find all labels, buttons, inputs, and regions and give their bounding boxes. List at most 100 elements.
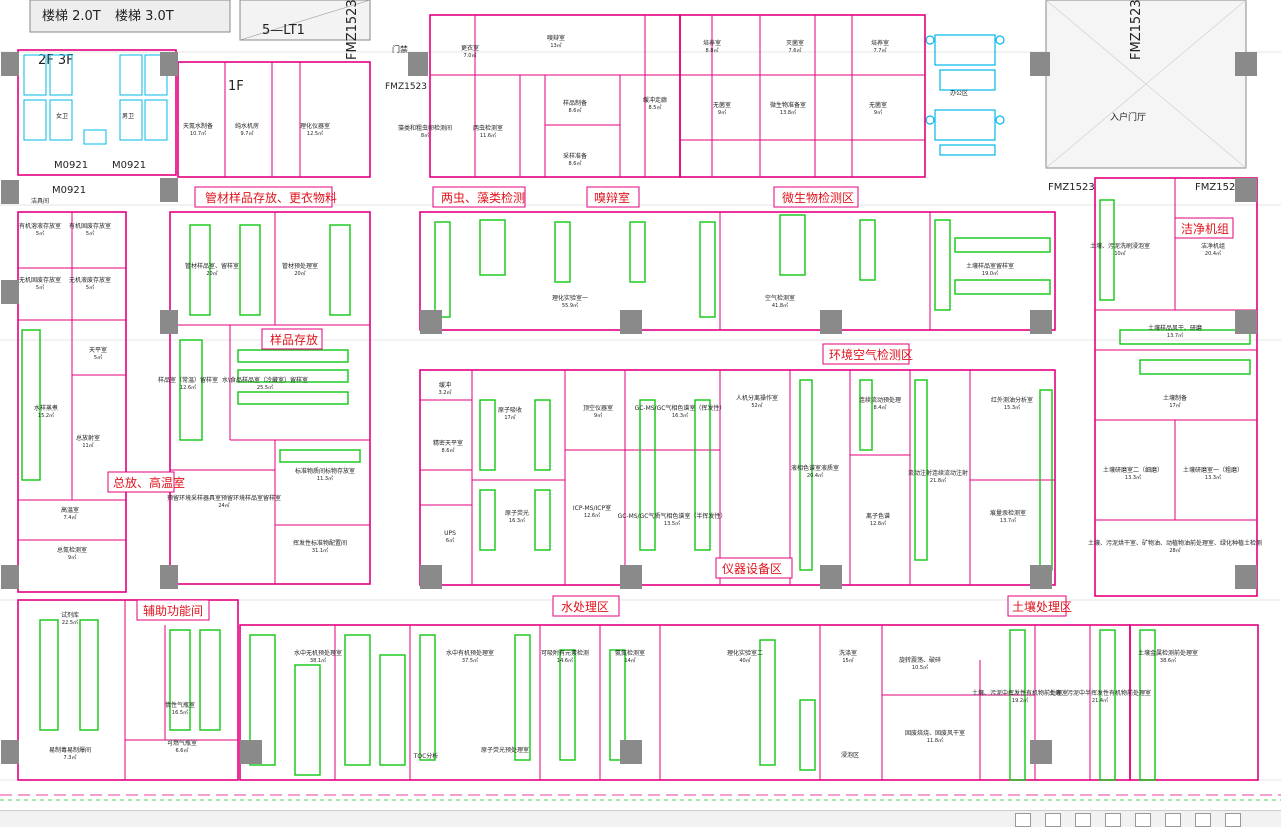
svg-text:辅助功能间: 辅助功能间 [143,604,203,618]
room-area: 11.8㎡ [927,737,943,744]
room-area: 40㎡ [739,657,750,664]
view-button-4[interactable] [1105,813,1121,827]
room-name: ICP-MS/ICP室 [573,504,611,512]
room-name: 天氮水制备 [183,122,213,130]
room-area: 21.4㎡ [1092,697,1108,704]
male-label: 男卫 [122,113,134,120]
zone-tags: 管材样品存放、更衣物料 两虫、藻类检测 嗅辩室 微生物检测区 洁净机组 样品存放… [107,186,1234,621]
view-button-1[interactable] [1015,813,1031,827]
room-yuanziyingguangyu: 原子荧光预处理室 [481,746,529,754]
female-label: 女卫 [56,112,68,120]
svg-text:总放、高温室: 总放、高温室 [113,475,185,490]
room-jieju: 洁具间 [31,197,49,205]
room-name: 原子荧光预处理室 [481,746,529,754]
room-name: 洁净机组 [1201,242,1225,250]
room-area: 28㎡ [1169,547,1180,554]
room-name: 可吸附有元素检测 [541,649,589,657]
room-name: 红外测油分析室 [991,396,1033,404]
view-button-5[interactable] [1135,813,1151,827]
room-name: 浸泡区 [841,751,859,759]
room-yanmo1: 土壤研磨室一（粗磨）13.3㎡ [1183,466,1243,481]
lab-benches [21,199,1251,781]
room-name: 两虫检测室 [473,124,503,132]
room-area: 6.6㎡ [176,747,189,754]
room-area: 38.1㎡ [310,657,326,664]
room-name: 旋转震荡、破碎 [899,656,941,664]
room-area: 11.3㎡ [317,475,333,482]
room-area: 10㎡ [1114,250,1125,257]
room-area: 19.2㎡ [1012,697,1028,704]
room-name: 水中有机预处理室 [446,649,494,657]
room-area: 3.2㎡ [439,389,452,396]
room-name: 天平室 [89,346,107,354]
svg-text:嗅辩室: 嗅辩室 [594,190,630,205]
room-name: 微生物准备室 [770,101,806,109]
door-fm-bottom-left: FMZ1523 [1048,182,1095,193]
view-button-2[interactable] [1045,813,1061,827]
room-area: 14㎡ [624,657,635,664]
room-area: 12.8㎡ [870,520,886,527]
room-name: 易制毒易制爆间 [49,746,91,754]
room-name: 土壤金属检测前处理室 [1138,649,1198,657]
svg-text:水处理区: 水处理区 [561,600,609,614]
door-fm-right-top: FMZ1523 [1129,0,1144,60]
view-button-3[interactable] [1075,813,1091,827]
tag-sample-store: 样品存放 [261,328,323,350]
svg-text:环境空气检测区: 环境空气检测区 [829,347,913,362]
room-name: 嗅辩室 [547,34,565,42]
room-name: 离子色谱 [866,512,890,520]
room-name: 水中无机预处理室 [294,649,342,657]
room-area: 13.8㎡ [780,109,796,116]
room-name: GC-MS/GC气质气相色谱室（半挥发性） [618,512,727,520]
view-button-6[interactable] [1165,813,1181,827]
office-label: 办公区 [950,89,968,97]
room-name: 有机固废存放室 [69,222,111,230]
room-area: 38.6㎡ [1160,657,1176,664]
door-fm-bottom-right: FMZ1523 [1195,182,1242,193]
svg-text:仪器设备区: 仪器设备区 [722,562,782,576]
room-name: 灭菌室 [786,39,804,47]
room-area: 7.3㎡ [64,754,77,761]
room-area: 8.5㎡ [649,104,662,111]
door-fm-left: FMZ1523 [345,0,360,60]
room-area: 12.6㎡ [180,384,196,391]
room-area: 5㎡ [86,284,94,291]
room-area: 37.5㎡ [462,657,478,664]
room-name: 氨氮检测室 [615,649,645,657]
room-name: 顶空仪器室 [583,404,613,412]
room-name: 人机分离操作室 [736,394,778,402]
room-name: 样品制备 [563,99,587,107]
room-area: 7.6㎡ [789,47,802,54]
room-name: 水样蒸煮 [34,404,58,412]
room-area: 13㎡ [550,42,561,49]
room-area: 13.3㎡ [1125,474,1141,481]
room-area: 41.8㎡ [772,302,788,309]
room-name: 空气检测室 [765,294,795,302]
tag-olfactory: 嗅辩室 [586,186,640,208]
view-button-7[interactable] [1195,813,1211,827]
room-name: 缓冲走廊 [643,96,667,104]
room-name: 标准物质间标物存放室 [295,467,355,475]
columns [1,52,1257,764]
view-button-8[interactable] [1225,813,1241,827]
